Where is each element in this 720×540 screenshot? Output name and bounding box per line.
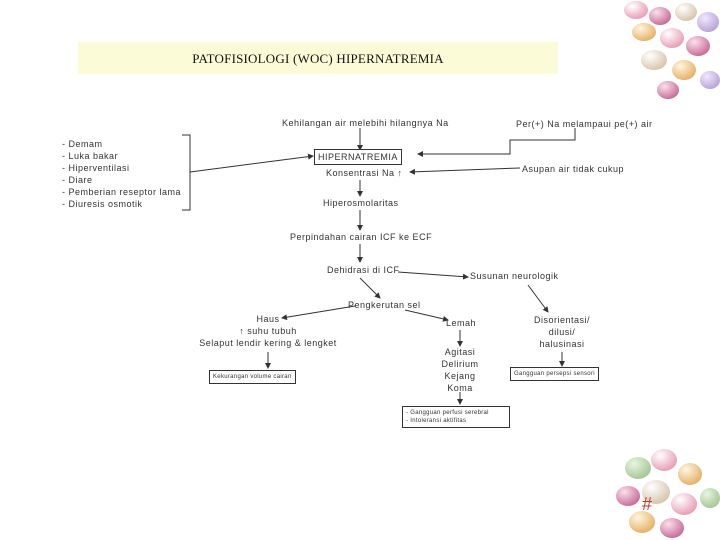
haus-line: Haus bbox=[256, 314, 280, 324]
cause-item: - Diuresis osmotik bbox=[62, 199, 143, 209]
haus-line: ↑ suhu tubuh bbox=[239, 326, 297, 336]
title-bar: PATOFISIOLOGI (WOC) HIPERNATREMIA bbox=[78, 42, 558, 74]
causes-list: - Demam - Luka bakar - Hiperventilasi - … bbox=[62, 138, 181, 210]
disorientasi-line: dilusi/ bbox=[548, 327, 576, 337]
cause-item: - Demam bbox=[62, 139, 103, 149]
cause-item: - Pemberian reseptor lama bbox=[62, 187, 182, 197]
node-perpindahan-cairan: Perpindahan cairan ICF ke ECF bbox=[290, 232, 433, 242]
cause-item: - Diare bbox=[62, 175, 93, 185]
node-lemah: Lemah bbox=[446, 318, 477, 328]
haus-line: Selaput lendir kering & lengket bbox=[199, 338, 337, 348]
eggs-decoration-bottom bbox=[616, 449, 720, 538]
cause-item: - Luka bakar bbox=[62, 151, 119, 161]
agitasi-line: Koma bbox=[447, 383, 473, 393]
node-disorientasi-group: Disorientasi/ dilusi/ halusinasi bbox=[522, 314, 602, 350]
node-dehidrasi-icf: Dehidrasi di ICF bbox=[327, 265, 400, 275]
cause-item: - Hiperventilasi bbox=[62, 163, 130, 173]
disorientasi-line: halusinasi bbox=[539, 339, 585, 349]
eggs-decoration-top bbox=[624, 1, 720, 99]
agitasi-line: Kejang bbox=[444, 371, 476, 381]
page-number: # bbox=[642, 494, 653, 514]
node-gangguan-perfusi-group: - Gangguan perfusi serebral - Intolerans… bbox=[402, 406, 510, 428]
node-hiperosmolaritas: Hiperosmolaritas bbox=[323, 198, 399, 208]
gangguan-line: - Intoleransi aktifitas bbox=[406, 418, 467, 424]
node-kekurangan-volume-cairan: Kekurangan volume cairan bbox=[209, 370, 296, 384]
node-hipernatremia: HIPERNATREMIA bbox=[314, 149, 402, 165]
agitasi-line: Agitasi bbox=[444, 347, 476, 357]
node-haus-group: Haus ↑ suhu tubuh Selaput lendir kering … bbox=[196, 313, 340, 349]
agitasi-line: Delirium bbox=[441, 359, 479, 369]
page-title: PATOFISIOLOGI (WOC) HIPERNATREMIA bbox=[192, 51, 444, 66]
node-asupan-air: Asupan air tidak cukup bbox=[522, 164, 625, 174]
disorientasi-line: Disorientasi/ bbox=[533, 315, 591, 325]
node-konsentrasi-na: Konsentrasi Na ↑ bbox=[326, 168, 403, 178]
gangguan-line: - Gangguan perfusi serebral bbox=[406, 410, 489, 416]
node-agitasi-group: Agitasi Delirium Kejang Koma bbox=[430, 346, 490, 394]
node-per-na: Per(+) Na melampaui pe(+) air bbox=[516, 119, 653, 129]
node-susunan-neurologik: Susunan neurologik bbox=[470, 271, 559, 281]
node-kehilangan-air: Kehilangan air melebihi hilangnya Na bbox=[282, 118, 449, 128]
node-gangguan-persepsi-sensori: Gangguan persepsi sensori bbox=[510, 367, 599, 381]
node-pengkerutan-sel: Pengkerutan sel bbox=[348, 300, 421, 310]
